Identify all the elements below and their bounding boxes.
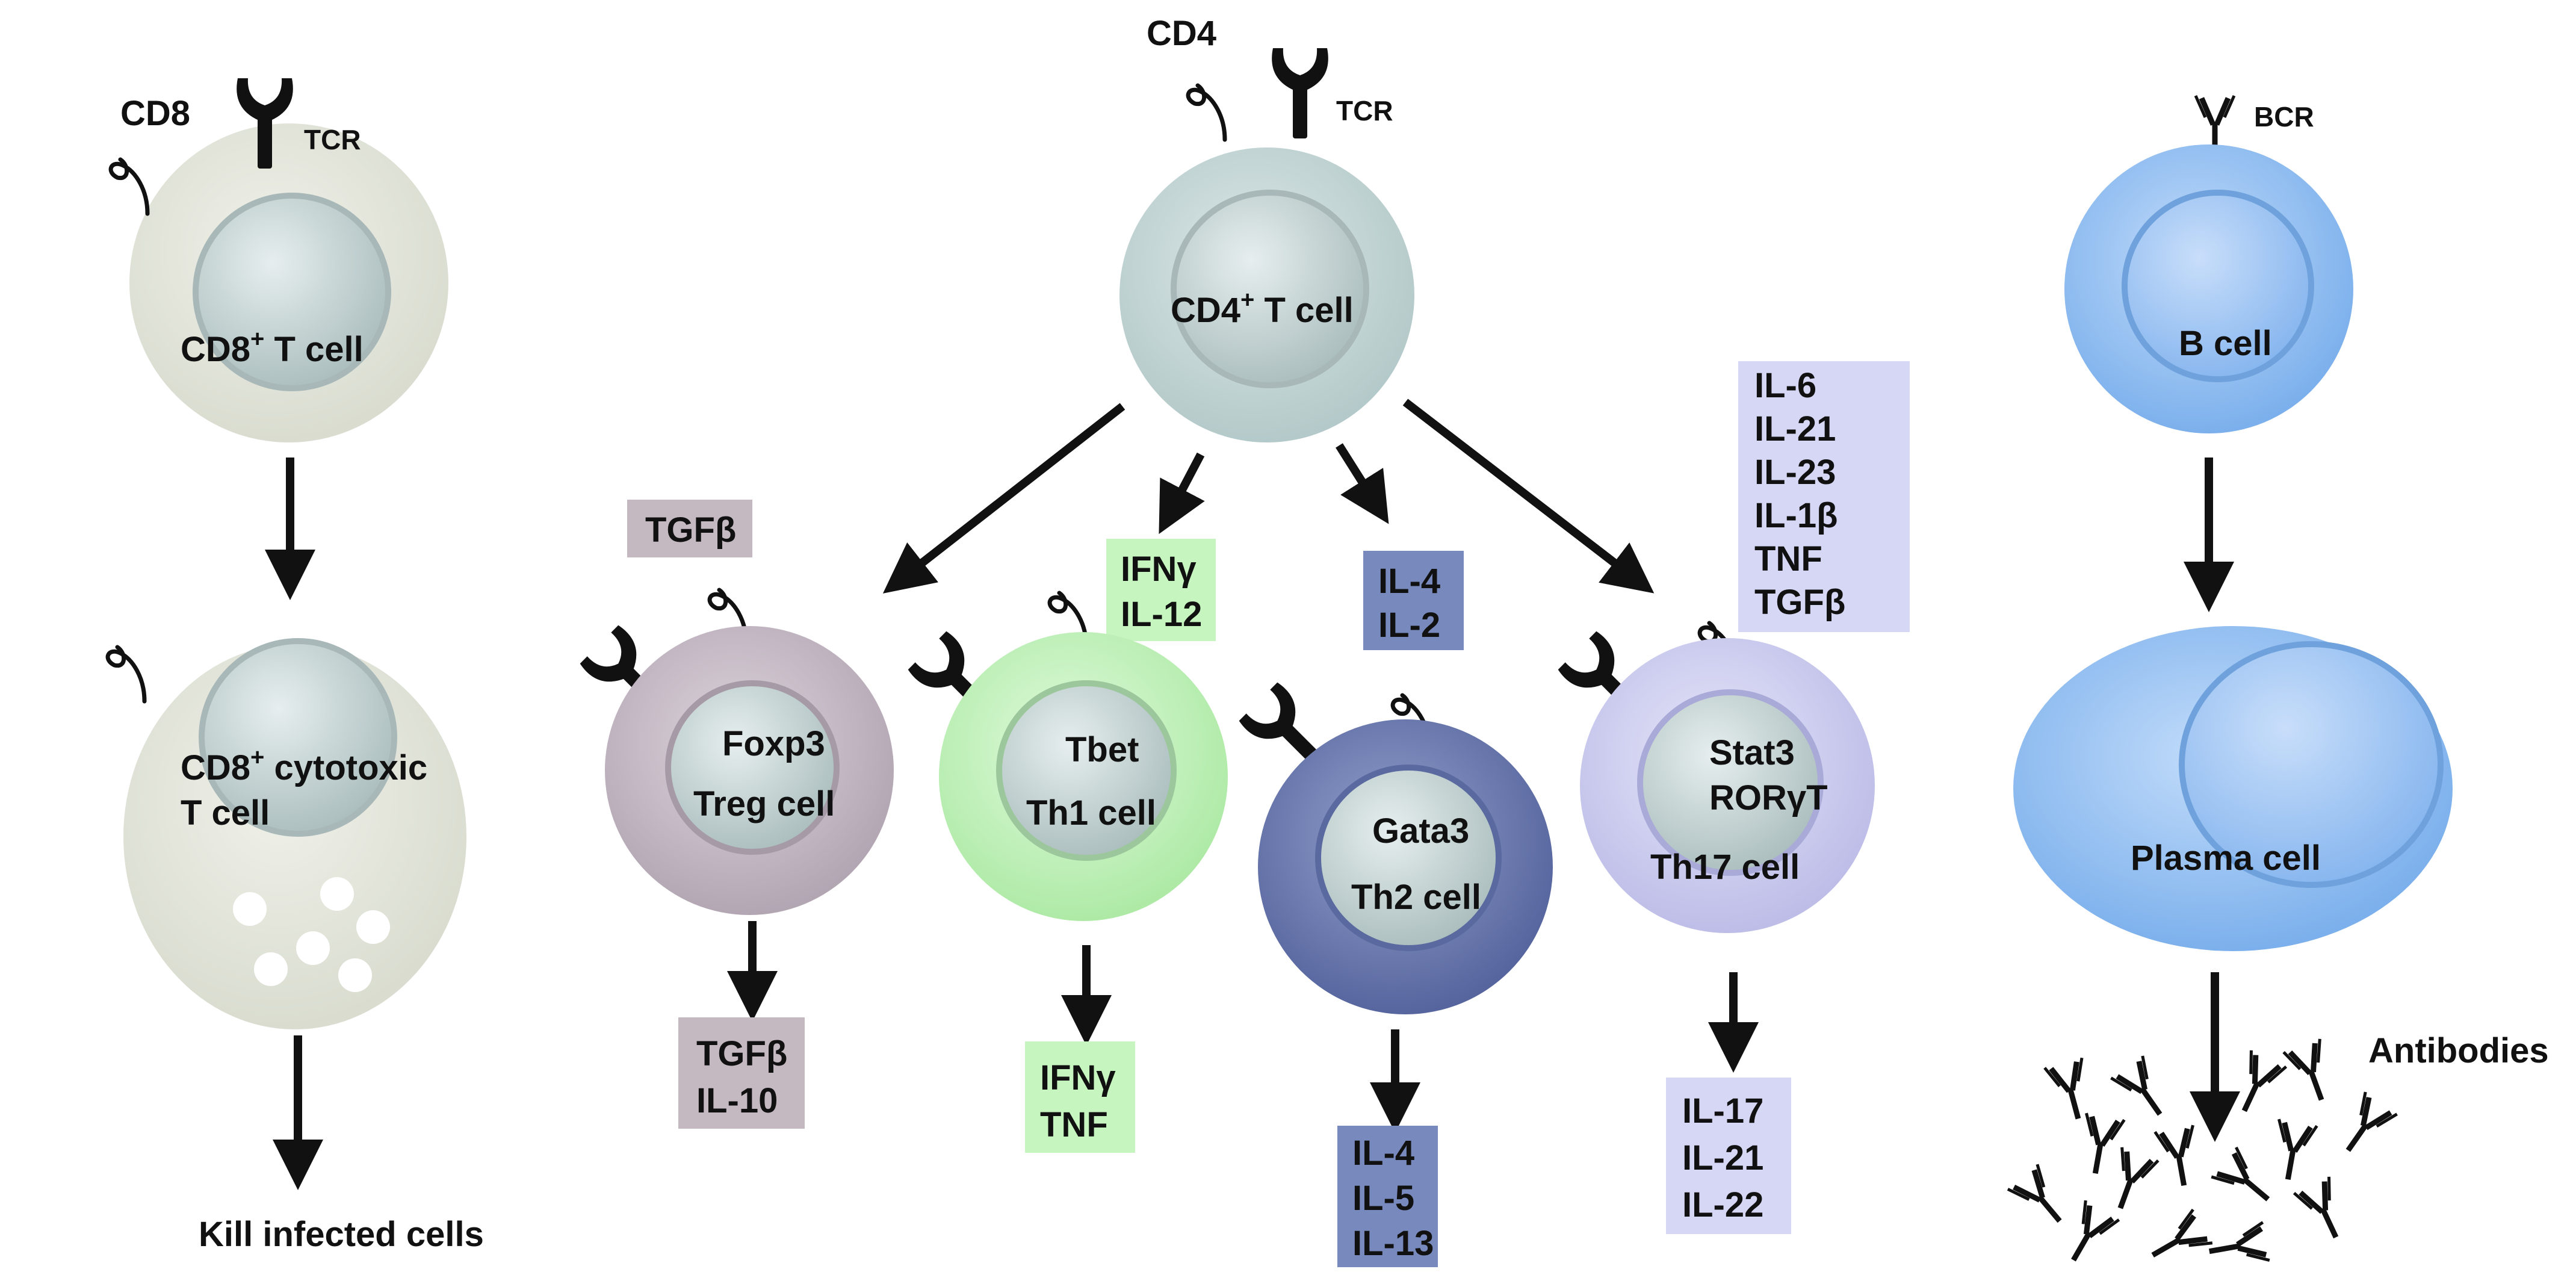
svg-text:CD4+ T cell: CD4+ T cell [1171, 287, 1354, 330]
arrow-cd4-to-th2 [1336, 443, 1389, 524]
antibody-cluster [2008, 1039, 2397, 1272]
th17-tf2-label: RORγT [1709, 778, 1828, 817]
th17-inducer-1: IL-21 [1754, 409, 1836, 448]
cd8-t-cell: CD8+ T cell [129, 123, 448, 442]
th17-inducer-2: IL-23 [1754, 453, 1836, 492]
kill-infected-cells-label: Kill infected cells [199, 1215, 484, 1254]
th17-product-box [1666, 1078, 1791, 1234]
th2-cell: Gata3 Th2 cell [1258, 719, 1553, 1014]
th17-tf1-label: Stat3 [1709, 733, 1795, 772]
th1-product-1: TNF [1040, 1105, 1108, 1144]
th17-inducer-5: TGFβ [1754, 583, 1845, 622]
cd8-coil-icon [111, 160, 147, 214]
th1-tf-label: Tbet [1065, 730, 1139, 769]
treg-product-0: TGFβ [696, 1034, 787, 1073]
treg-name-label: Treg cell [693, 784, 835, 824]
ctl-label-2: T cell [181, 793, 270, 833]
th2-tf-label: Gata3 [1372, 811, 1469, 851]
th1-inducer-box [1106, 539, 1216, 641]
ctl-coil-icon [108, 647, 144, 701]
ctl-label-1b: cytotoxic [264, 748, 427, 787]
th2-inducer-0: IL-4 [1378, 562, 1440, 601]
th2-inducer-1: IL-2 [1378, 606, 1440, 645]
th1-inducer-0: IFNγ [1121, 550, 1197, 589]
th2-product-box [1337, 1126, 1438, 1267]
th2-product-2: IL-13 [1352, 1224, 1434, 1263]
th2-product-0: IL-4 [1352, 1134, 1414, 1173]
arrow-cd4-to-th17 [1402, 399, 1655, 594]
th17-product-1: IL-21 [1682, 1138, 1763, 1177]
th17-product-0: IL-17 [1682, 1091, 1763, 1131]
treg-inducer-0: TGFβ [645, 510, 736, 550]
treg-cell: Foxp3 Treg cell [605, 626, 894, 915]
th17-inducer-4: TNF [1754, 539, 1822, 579]
th1-cell: Tbet Th1 cell [939, 632, 1228, 921]
cd8-t-cell-label-2: T cell [264, 330, 363, 369]
plasma-cell: Plasma cell [2013, 626, 2453, 951]
cd4-t-cell-label-2: T cell [1254, 291, 1353, 330]
cd4-coil-icon [1188, 85, 1225, 140]
treg-product-1: IL-10 [696, 1081, 778, 1120]
th2-name-label: Th2 cell [1351, 878, 1481, 917]
th1-product-0: IFNγ [1040, 1058, 1116, 1097]
th17-product-2: IL-22 [1682, 1185, 1763, 1224]
th2-product-1: IL-5 [1352, 1179, 1414, 1218]
svg-text:CD8+ cytotoxic: CD8+ cytotoxic [181, 744, 427, 787]
ctl-sup: + [250, 744, 264, 771]
cd4-receptor-label: CD4 [1147, 14, 1216, 53]
treg-inducer-box [627, 500, 752, 557]
cd4-t-cell-label-1: CD4 [1171, 291, 1240, 330]
th17-inducer-3: IL-1β [1754, 496, 1838, 535]
th1-inducer-1: IL-12 [1121, 595, 1202, 634]
cd4-tcr-icon [1272, 48, 1328, 138]
th17-inducer-box [1738, 361, 1910, 632]
cd4-t-cell-sup: + [1240, 287, 1254, 313]
antibodies-label: Antibodies [2368, 1031, 2549, 1070]
b-cell-label: B cell [2179, 324, 2272, 363]
cd4-tcr-label: TCR [1336, 95, 1393, 126]
arrow-cd4-to-th1 [1159, 452, 1205, 535]
th17-name-label: Th17 cell [1650, 848, 1800, 887]
th1-name-label: Th1 cell [1026, 793, 1156, 833]
ctl-label-1: CD8 [181, 748, 250, 787]
arrow-cd4-to-treg [882, 403, 1125, 594]
treg-tf-label: Foxp3 [722, 724, 825, 763]
plasma-cell-label: Plasma cell [2131, 839, 2321, 878]
cd8-t-cell-label-1: CD8 [181, 330, 250, 369]
cd8-t-cell-sup: + [250, 326, 264, 352]
th1-product-box [1025, 1041, 1135, 1153]
th17-inducer-0: IL-6 [1754, 366, 1816, 405]
cd4-t-cell: CD4+ T cell [1119, 147, 1414, 442]
treg-product-box [678, 1017, 805, 1129]
b-cell: B cell [2064, 144, 2353, 433]
cd8-cytotoxic-t-cell: CD8+ cytotoxic T cell [123, 638, 466, 1029]
cd8-tcr-label: TCR [304, 124, 361, 155]
th17-cell: Stat3 RORγT Th17 cell [1580, 638, 1875, 933]
bcr-label: BCR [2254, 101, 2314, 132]
cd8-receptor-label: CD8 [120, 94, 190, 133]
th2-inducer-box [1363, 551, 1464, 650]
svg-text:CD8+ T cell: CD8+ T cell [181, 326, 364, 369]
